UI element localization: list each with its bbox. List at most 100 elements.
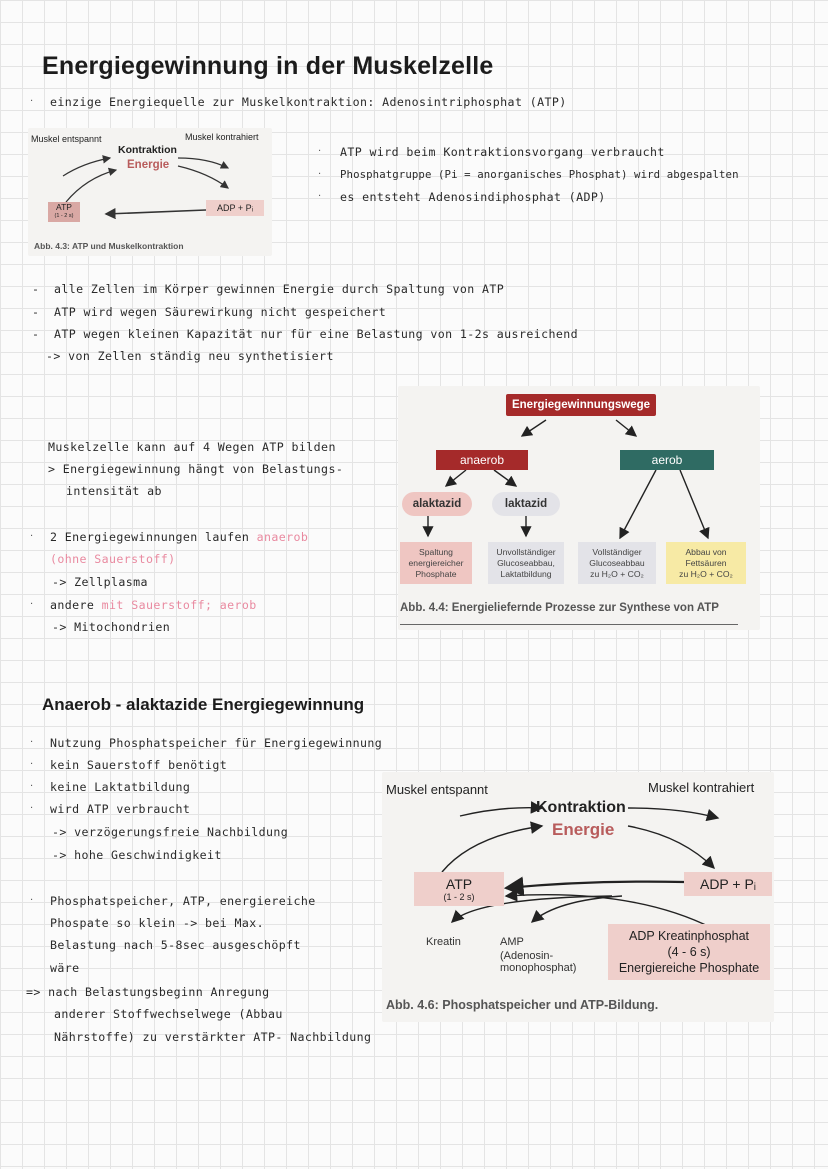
section-title: Anaerob - alaktazide Energiegewinnung bbox=[42, 695, 365, 714]
laktazid-ellipse: laktazid bbox=[492, 492, 560, 516]
note-text: andere bbox=[50, 598, 95, 612]
note-aerob: mit Sauerstoff; aerob bbox=[101, 598, 257, 612]
phosphate-arrows bbox=[441, 801, 720, 929]
intro-text: einzige Energiequelle zur Muskelkontrakt… bbox=[50, 95, 567, 109]
conclusion-line: anderer Stoffwechselwege (Abbau bbox=[54, 1007, 283, 1021]
para-line: Phosphatspeicher, ATP, energiereiche bbox=[50, 894, 316, 908]
kp-line: ADP Kreatinphosphat bbox=[629, 929, 749, 943]
process-line: Phosphate bbox=[415, 568, 457, 579]
amp-title: AMP bbox=[500, 936, 524, 948]
process-line: Glucoseabbau, bbox=[497, 557, 555, 568]
process-box-fatty-acids: Abbau von Fettsäuren zu H₂O + CO₂ bbox=[666, 542, 746, 584]
amp-line: monophosphat) bbox=[500, 962, 577, 974]
note-line: > Energiegewinnung hängt von Belastungs- bbox=[48, 462, 344, 476]
section-subpoint: -> hohe Geschwindigkeit bbox=[52, 848, 222, 862]
kp-line: (4 - 6 s) bbox=[667, 945, 711, 959]
para-line: wäre bbox=[50, 961, 80, 975]
label-amp: AMP (Adenosin- monophosphat) bbox=[500, 936, 576, 974]
atp-label: ATP bbox=[445, 875, 473, 892]
note-text: 2 Energiegewinnungen laufen bbox=[50, 530, 250, 544]
label-muscle-relaxed: Muskel entspannt bbox=[386, 782, 488, 797]
atp-point: ATP wird beim Kontraktionsvorgang verbra… bbox=[340, 145, 665, 159]
bullet-dot: · bbox=[30, 895, 34, 906]
pathway-arrows bbox=[422, 419, 710, 540]
adp-box: ADP + Pᵢ bbox=[684, 872, 772, 896]
bullet-dot: · bbox=[30, 531, 34, 542]
process-box-glucose-partial: Unvollständiger Glucoseabbau, Laktatbild… bbox=[488, 542, 564, 584]
atp-label: ATP bbox=[56, 202, 72, 212]
figure-caption: Abb. 4.3: ATP und Muskelkontraktion bbox=[34, 241, 184, 251]
bullet-dot: · bbox=[318, 169, 322, 180]
para-line: Phospate so klein -> bei Max. bbox=[50, 916, 265, 930]
atp-box: ATP (1 - 2 s) bbox=[414, 872, 504, 906]
process-line: Spaltung bbox=[419, 546, 453, 557]
label-muscle-contracted: Muskel kontrahiert bbox=[185, 132, 259, 142]
para-line: Belastung nach 5-8sec ausgeschöpft bbox=[50, 938, 301, 952]
dash: - bbox=[32, 305, 40, 319]
contraction-arrows-diagram bbox=[62, 155, 230, 220]
note-line: -> Zellplasma bbox=[52, 575, 148, 589]
process-line: Glucoseabbau bbox=[589, 557, 645, 568]
atp-box: ATP (1 - 2 s) bbox=[48, 202, 80, 222]
cell-point: ATP wegen kleinen Kapazität nur für eine… bbox=[54, 327, 578, 341]
note-line: Muskelzelle kann auf 4 Wegen ATP bilden bbox=[48, 440, 336, 454]
process-line: energiereicher bbox=[408, 557, 464, 568]
process-line: Vollständiger bbox=[592, 546, 642, 557]
page-title: Energiegewinnung in der Muskelzelle bbox=[42, 52, 494, 80]
label-energy: Energie bbox=[127, 159, 170, 171]
pathways-title-box: Energiegewinnungswege bbox=[506, 394, 656, 416]
figure-phosphate-storage: Muskel entspannt Muskel kontrahiert Kont… bbox=[382, 772, 774, 1022]
note-line: andere mit Sauerstoff; aerob bbox=[50, 598, 257, 612]
atp-time: (1 - 2 s) bbox=[443, 891, 475, 902]
dash: - bbox=[32, 327, 40, 341]
process-line: Laktatbildung bbox=[500, 568, 552, 579]
caption-underline bbox=[400, 624, 738, 625]
label-creatine: Kreatin bbox=[426, 936, 461, 948]
label-contraction: Kontraktion bbox=[118, 144, 177, 156]
conclusion-line: => nach Belastungsbeginn Anregung bbox=[26, 985, 270, 999]
adp-box: ADP + Pᵢ bbox=[206, 200, 264, 216]
process-line: zu H₂O + CO₂ bbox=[679, 568, 733, 579]
cell-point: alle Zellen im Körper gewinnen Energie d… bbox=[54, 282, 505, 296]
label-energy: Energie bbox=[552, 820, 615, 839]
figure-energy-pathways: Energiegewinnungswege anaerob aerob alak… bbox=[398, 386, 760, 630]
amp-line: (Adenosin- bbox=[500, 950, 554, 962]
atp-point: es entsteht Adenosindiphosphat (ADP) bbox=[340, 190, 606, 204]
label-muscle-relaxed: Muskel entspannt bbox=[31, 134, 102, 144]
kp-line: Energiereiche Phosphate bbox=[618, 961, 760, 975]
bullet-dot: · bbox=[30, 737, 34, 748]
figure-caption: Abb. 4.4: Energieliefernde Prozesse zur … bbox=[400, 602, 719, 614]
section-subpoint: -> verzögerungsfreie Nachbildung bbox=[52, 825, 289, 839]
note-line: (ohne Sauerstoff) bbox=[50, 552, 176, 566]
label-contraction: Kontraktion bbox=[536, 799, 626, 816]
bullet-dot: · bbox=[318, 146, 322, 157]
figure-caption: Abb. 4.6: Phosphatspeicher und ATP-Bildu… bbox=[386, 998, 659, 1012]
bullet-dot: · bbox=[30, 781, 34, 792]
cell-point: -> von Zellen ständig neu synthetisiert bbox=[46, 349, 334, 363]
dash: - bbox=[32, 282, 40, 296]
atp-point: Phosphatgruppe (Pi = anorganisches Phosp… bbox=[340, 168, 739, 181]
aerob-box: aerob bbox=[620, 450, 714, 470]
bullet-dot: · bbox=[318, 191, 322, 202]
anaerob-box: anaerob bbox=[436, 450, 528, 470]
process-box-glucose-complete: Vollständiger Glucoseabbau zu H₂O + CO₂ bbox=[578, 542, 656, 584]
note-anaerob: anaerob bbox=[256, 530, 309, 544]
bullet-dot: · bbox=[30, 599, 34, 610]
bullet-dot: · bbox=[30, 96, 34, 107]
atp-time: (1 - 2 s) bbox=[54, 213, 74, 219]
section-point: keine Laktatbildung bbox=[50, 780, 191, 794]
process-line: Fettsäuren bbox=[685, 557, 727, 568]
conclusion-line: Nährstoffe) zu verstärkter ATP- Nachbild… bbox=[54, 1030, 372, 1044]
alaktazid-ellipse: alaktazid bbox=[402, 492, 472, 516]
note-line: -> Mitochondrien bbox=[52, 620, 171, 634]
bullet-dot: · bbox=[30, 803, 34, 814]
bullet-dot: · bbox=[30, 759, 34, 770]
note-line: intensität ab bbox=[66, 484, 162, 498]
section-point: wird ATP verbraucht bbox=[50, 802, 191, 816]
process-line: Unvollständiger bbox=[496, 546, 556, 557]
process-line: zu H₂O + CO₂ bbox=[590, 568, 644, 579]
process-box-phosphate: Spaltung energiereicher Phosphate bbox=[400, 542, 472, 584]
section-point: kein Sauerstoff benötigt bbox=[50, 758, 228, 772]
label-muscle-contracted: Muskel kontrahiert bbox=[648, 780, 755, 795]
creatine-phosphate-box: ADP Kreatinphosphat (4 - 6 s) Energierei… bbox=[608, 924, 770, 980]
